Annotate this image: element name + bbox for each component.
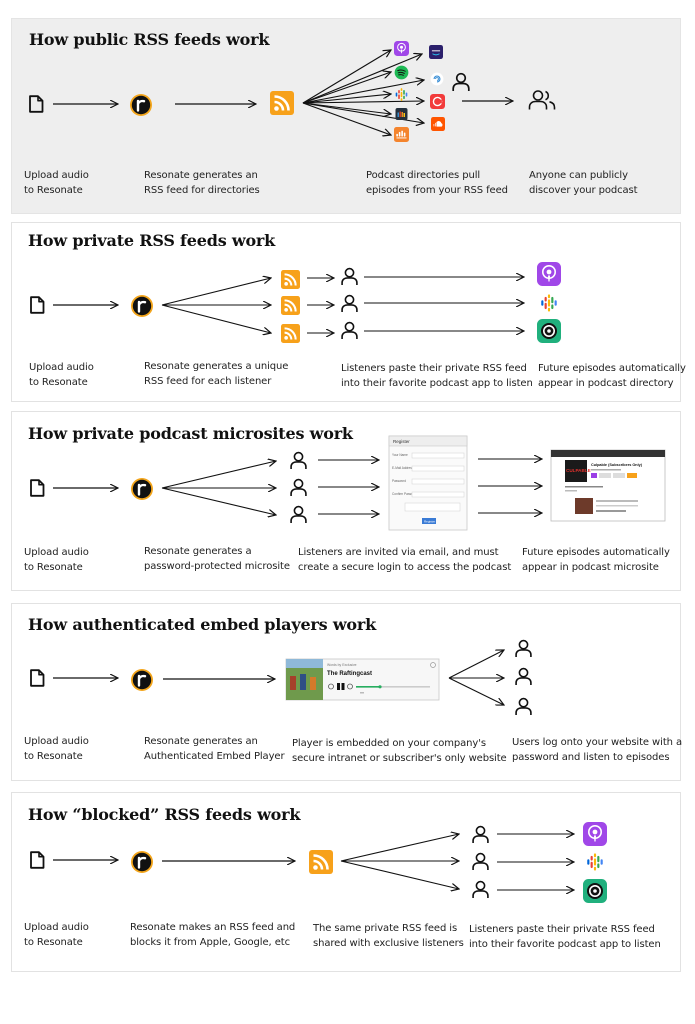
progress-fill [356, 686, 380, 688]
panel-title-public-rss: How public RSS feeds work [29, 30, 270, 49]
person-icon [515, 639, 532, 658]
person-icon [341, 267, 358, 286]
file-icon [29, 95, 44, 113]
forward-icon [347, 683, 353, 690]
caption-upload: Upload audio to Resonate [29, 362, 94, 388]
person-icon [341, 294, 358, 313]
caption-generate: Resonate generates an RSS feed for direc… [144, 170, 260, 196]
apple-podcasts-icon [537, 262, 561, 286]
caption-future: Future episodes automatically appear in … [522, 547, 670, 573]
overcast-icon [583, 879, 607, 903]
apple-podcasts-icon [394, 41, 409, 56]
microsite-mockup: CULPABLE Culpable (Subscribers Only) [550, 449, 666, 522]
stitcher-icon [395, 108, 408, 120]
panel-title-microsite: How private podcast microsites work [28, 424, 353, 443]
panel-title-private-rss: How private RSS feeds work [28, 231, 276, 250]
caption-shared: The same private RSS feed is shared with… [313, 923, 464, 949]
person-icon [290, 478, 307, 497]
public-rss-panel [11, 18, 681, 214]
soundcloud-icon [431, 117, 445, 131]
player-kicker: Words by Exclusive [327, 663, 357, 667]
caption-upload: Upload audio to Resonate [24, 170, 89, 196]
spotify-icon [394, 65, 409, 80]
register-field-label: Your Name [392, 453, 408, 457]
register-form-mockup: Register Your Name E-Mail Address Passwo… [388, 435, 468, 531]
caption-listeners: Listeners paste their private RSS feed i… [341, 363, 533, 389]
panel-title-blocked-rss: How “blocked” RSS feeds work [28, 805, 301, 824]
register-field-label: E-Mail Address [392, 466, 414, 470]
progress-track [356, 686, 430, 688]
panel-title-embed-player: How authenticated embed players work [28, 615, 376, 634]
google-podcasts-icon [587, 853, 603, 871]
caption-generate: Resonate generates a password-protected … [144, 546, 290, 572]
caption-listeners: Listeners are invited via email, and mus… [298, 547, 512, 573]
caption-upload: Upload audio to Resonate [24, 922, 89, 948]
person-icon [515, 667, 532, 686]
overcast-icon [537, 319, 561, 343]
caption-directories: Podcast directories pull episodes from y… [366, 170, 508, 196]
person-icon [452, 72, 470, 92]
resonate-logo-icon [130, 294, 154, 318]
rss-icon [281, 324, 300, 343]
player-title: The Raftingcast [327, 671, 372, 677]
resonate-logo-icon [130, 477, 154, 501]
google-podcasts-icon [541, 294, 557, 312]
person-icon [472, 825, 489, 844]
microsite-show-title: Culpable (Subscribers Only) [591, 463, 643, 467]
resonate-logo-icon [130, 850, 154, 874]
resonate-logo-icon [130, 668, 154, 692]
rss-icon [270, 91, 294, 115]
register-button-label: Register [424, 520, 435, 524]
podcast-addict-icon [394, 127, 409, 142]
caption-embedded: Player is embedded on your company's sec… [292, 738, 507, 764]
person-icon [515, 697, 532, 716]
caption-generate: Resonate generates a unique RSS feed for… [144, 361, 289, 387]
register-field-label: Confirm Password [392, 492, 418, 496]
google-podcasts-icon [395, 88, 408, 101]
apple-podcasts-icon [583, 822, 607, 846]
amazon-music-icon [429, 45, 443, 59]
embed-player-mockup: Words by Exclusive The Raftingcast [285, 658, 440, 701]
resonate-logo-icon [129, 93, 153, 117]
rss-icon [281, 296, 300, 315]
pause-icon [337, 683, 340, 690]
castbox-icon [430, 94, 445, 109]
file-icon [30, 851, 45, 869]
pocket-casts-icon [430, 72, 444, 86]
caption-generate: Resonate makes an RSS feed and blocks it… [130, 922, 296, 948]
caption-discover: Anyone can publicly discover your podcas… [529, 170, 638, 196]
rss-icon [281, 270, 300, 289]
register-field-label: Password [392, 479, 406, 483]
microsite-cover-text: CULPABLE [566, 468, 591, 473]
caption-upload: Upload audio to Resonate [24, 547, 89, 573]
person-icon [290, 451, 307, 470]
people-icon [528, 90, 556, 111]
person-icon [472, 852, 489, 871]
caption-users: Users log onto your website with a passw… [512, 737, 682, 763]
caption-generate: Resonate generates an Authenticated Embe… [144, 736, 285, 762]
person-icon [290, 505, 307, 524]
rss-icon [309, 850, 333, 874]
register-form-heading: Register [393, 439, 410, 444]
file-icon [30, 669, 45, 687]
person-icon [341, 321, 358, 340]
person-icon [472, 880, 489, 899]
rewind-icon [328, 683, 334, 690]
caption-future: Future episodes automatically appear in … [538, 363, 686, 389]
file-icon [30, 479, 45, 497]
blocked-rss-panel [11, 792, 681, 972]
private-rss-panel [11, 222, 681, 402]
caption-listeners: Listeners paste their private RSS feed i… [469, 924, 661, 950]
file-icon [30, 296, 45, 314]
caption-upload: Upload audio to Resonate [24, 736, 89, 762]
